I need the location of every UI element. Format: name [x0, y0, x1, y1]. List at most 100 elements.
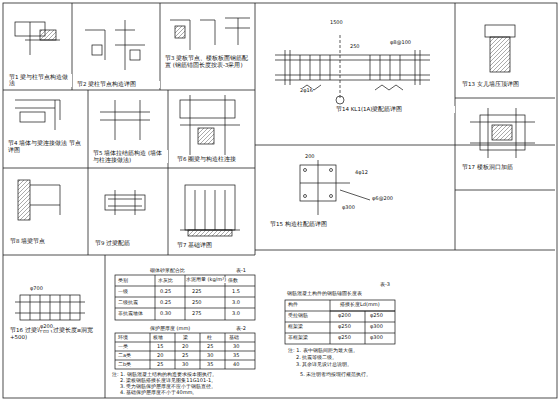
table-cell: 柱: [207, 335, 212, 341]
table-cell: 25: [182, 353, 188, 359]
detail-panel: 节6 圈梁与构造柱连接: [168, 90, 255, 168]
dimension-label: φ300: [342, 205, 355, 211]
table-cell: φ250: [338, 335, 351, 341]
detail-caption: 节5 墙体拉结筋构造 (墙体与柱连接做法): [92, 150, 168, 163]
table-cell: 保护层厚度 (mm): [150, 326, 190, 332]
table-cell: 砌体砂浆配合比: [150, 268, 185, 274]
detail-panel: 节16 过梁详图 (过梁长度≥洞宽+500): [3, 255, 105, 398]
detail-caption: 节1 梁与柱节点构造做法: [8, 74, 72, 87]
note-text: 注: 1. 表中钢筋间距为最大值。: [288, 348, 358, 354]
detail-caption: 节14 KL1(1A)梁配筋详图: [335, 106, 455, 113]
note-text: 注: 1. 钢筋混凝土结构的构造要求按本图执行。: [112, 372, 217, 378]
table-cell: 40: [233, 362, 239, 368]
table-cell: 30: [207, 353, 213, 359]
detail-caption: 节2 梁柱节点构造详图: [76, 81, 160, 88]
table-cell: φ300: [370, 324, 383, 330]
detail-caption: 节17 楼板洞口加筋: [461, 164, 551, 171]
table-cell: 水灰比: [158, 278, 173, 284]
table-cell: 35: [233, 353, 239, 359]
table-cell: 二a类: [118, 353, 131, 359]
table-cell: 梁: [183, 335, 188, 341]
detail-panel: 节8 墙梁节点: [3, 168, 88, 255]
dimension-label: 4φ12: [355, 170, 368, 176]
detail-caption: 节3 梁板节点、楼板板面钢筋配置 (钢筋锚固长度按表-3采用): [164, 55, 254, 68]
table-cell: 二b类: [118, 362, 131, 368]
note-text: 2. 抗震等级二级。: [296, 355, 337, 361]
table-cell: 基础: [229, 335, 239, 341]
table-cell: φ200: [338, 313, 351, 319]
detail-caption: 节4 墙体与梁连接做法 节点详图: [7, 140, 87, 153]
detail-panel: 节14 KL1(1A)梁配筋详图: [255, 3, 455, 145]
detail-panel: 节5 墙体拉结筋构造 (墙体与柱连接做法): [88, 90, 168, 168]
table-cell: 一级: [118, 289, 128, 295]
detail-panel: 节3 梁板节点、楼板板面钢筋配置 (钢筋锚固长度按表-3采用): [160, 3, 255, 90]
detail-panel: 节15 构造柱配筋详图: [255, 145, 455, 250]
detail-panel: 节2 梁柱节点构造详图: [72, 3, 160, 90]
note-text: 5. 未注明者均按现行规范执行。: [300, 372, 371, 378]
table-cell: 20: [182, 344, 188, 350]
table-cell: 25: [207, 344, 213, 350]
table-cell: φ300: [370, 335, 383, 341]
dimension-label: 250: [350, 44, 360, 50]
table-cell: 搭接长度Ld(mm): [340, 302, 380, 308]
note-text: 3. 受力钢筋保护层厚度不应小于钢筋直径。: [120, 384, 216, 390]
table-cell: 非抗震墙体: [118, 311, 143, 317]
table-cell: 构件: [288, 302, 298, 308]
table-cell: 类别: [118, 278, 128, 284]
table-cell: 非框架梁: [288, 335, 308, 341]
table-cell: 3.0: [232, 311, 240, 317]
table-cell: 0.25: [160, 289, 171, 295]
table-cell: 275: [192, 311, 202, 317]
dimension-label: 1500: [330, 20, 343, 26]
dimension-label: φ6@200: [372, 196, 393, 202]
note-text: 2. 梁板钢筋搭接长度详见图集11G101-1。: [120, 378, 216, 384]
table-cell: 30: [233, 344, 239, 350]
table-cell: 250: [192, 300, 202, 306]
dimension-label: φ700: [30, 286, 43, 292]
detail-panel: 节9 过梁配筋: [88, 168, 168, 255]
dimension-label: 200: [305, 154, 315, 160]
table-cell: 表-2: [236, 326, 246, 332]
detail-caption: 节13 女儿墙压顶详图: [461, 81, 551, 88]
table-cell: 35: [207, 362, 213, 368]
dimension-label: φ8@100: [390, 40, 411, 46]
detail-panel: 节1 梁与柱节点构造做法: [3, 3, 72, 90]
table-cell: 水泥用量 (kg/m³): [186, 277, 226, 283]
dimension-label: φ200: [40, 324, 53, 330]
detail-caption: 节9 过梁配筋: [94, 240, 166, 247]
table-cell: 3.0: [232, 300, 240, 306]
table-cell: 15: [157, 344, 163, 350]
detail-panel: 节4 墙体与梁连接做法 节点详图: [3, 90, 88, 168]
detail-panel: 节7 基础详图: [168, 168, 255, 255]
detail-caption: 节6 圈梁与构造柱连接: [176, 156, 252, 163]
detail-caption: 节8 墙梁节点: [9, 238, 81, 245]
table-cell: 表-1: [236, 268, 246, 274]
table-cell: 20: [157, 353, 163, 359]
table-cell: 板墙: [153, 335, 163, 341]
detail-caption: 节16 过梁详图 (过梁长度≥洞宽+500): [9, 327, 103, 340]
table-cell: 30: [182, 362, 188, 368]
table-cell: 一类: [118, 344, 128, 350]
detail-caption: 节15 构造柱配筋详图: [269, 221, 381, 228]
table-cell: 0.25: [160, 300, 171, 306]
note-text: 4. 基础保护层厚度不小于40mm。: [120, 390, 197, 396]
detail-panel: 节13 女儿墙压顶详图: [455, 3, 555, 98]
detail-caption: 节7 基础详图: [176, 242, 252, 249]
table-cell: 25: [157, 362, 163, 368]
table-cell: 0.30: [160, 311, 171, 317]
table-cell: 环境: [118, 335, 128, 341]
table-cell: 钢筋混凝土构件的钢筋锚固长度表: [287, 291, 362, 297]
dimension-label: 2φ16: [300, 88, 313, 94]
table-cell: 框架梁: [288, 324, 303, 330]
detail-panel: 节17 楼板洞口加筋: [455, 98, 555, 190]
table-cell: 倍数: [228, 278, 238, 284]
table-cell: 表-3: [380, 282, 390, 288]
table-cell: 225: [192, 289, 202, 295]
table-cell: 1.5: [232, 289, 240, 295]
table-cell: 受拉钢筋: [288, 313, 308, 319]
table-cell: φ250: [338, 324, 351, 330]
table-cell: 二级抗震: [118, 300, 138, 306]
note-text: 3. 其余详见设计总说明。: [296, 362, 352, 368]
table-cell: φ250: [370, 313, 383, 319]
